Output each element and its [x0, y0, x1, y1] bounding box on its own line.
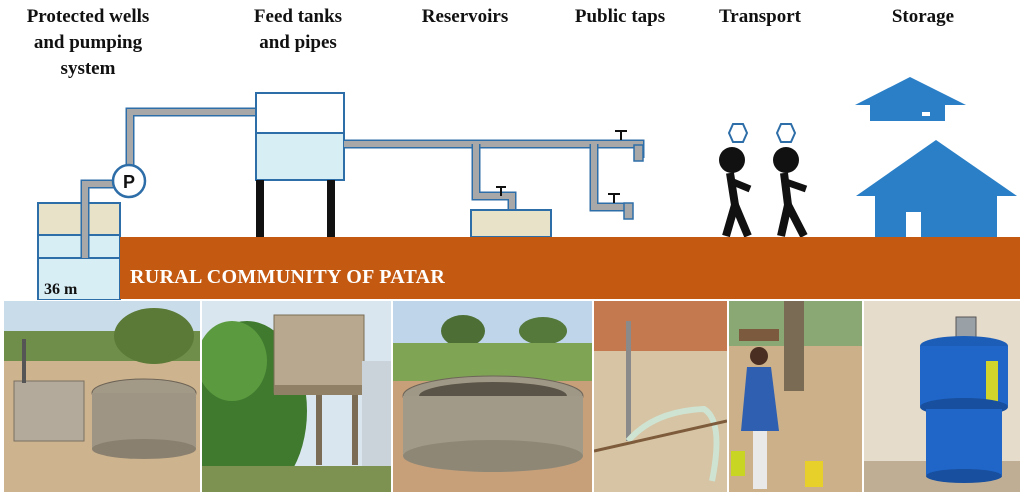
- tank-photo: [202, 301, 391, 492]
- distribution-pipe: [344, 139, 645, 218]
- community-label: RURAL COMMUNITY OF PATAR: [130, 266, 446, 288]
- storage-house-icon: [856, 140, 1017, 237]
- tap-photo: [594, 301, 727, 492]
- stage-label-reservoirs: Reservoirs: [421, 6, 509, 27]
- storage-photo: [864, 301, 1020, 492]
- well-pipe: [80, 179, 118, 258]
- stage-label-taps: Public taps: [574, 6, 666, 27]
- photo-strip: [4, 301, 1020, 492]
- pump-to-tank-pipe: [125, 107, 258, 166]
- person-carrying-water-icon: [719, 123, 752, 238]
- community-band: RURAL COMMUNITY OF PATAR: [120, 237, 1020, 299]
- stage-label-storage: Storage: [891, 6, 955, 27]
- pump-symbol: P: [123, 172, 135, 192]
- well-depth-label: 36 m: [44, 281, 78, 298]
- public-tap-icon: [615, 130, 644, 162]
- public-tap-icon: [608, 193, 634, 220]
- person-carrying-water-icon: [773, 123, 808, 238]
- feed-tank-icon: [255, 92, 345, 237]
- reservoir-photo: [393, 301, 592, 492]
- well-photo: [4, 301, 200, 492]
- water-supply-diagram: P: [37, 77, 1017, 300]
- pump-icon: P: [111, 163, 147, 199]
- well-icon: [37, 202, 121, 300]
- stage-label-tanks: Feed tanks and pipes: [253, 6, 343, 53]
- transport-photo: [729, 301, 862, 492]
- storage-house-icon: [855, 77, 966, 121]
- stage-label-transport: Transport: [719, 6, 801, 27]
- stage-label-wells: Protected wells and pumping system: [26, 6, 150, 79]
